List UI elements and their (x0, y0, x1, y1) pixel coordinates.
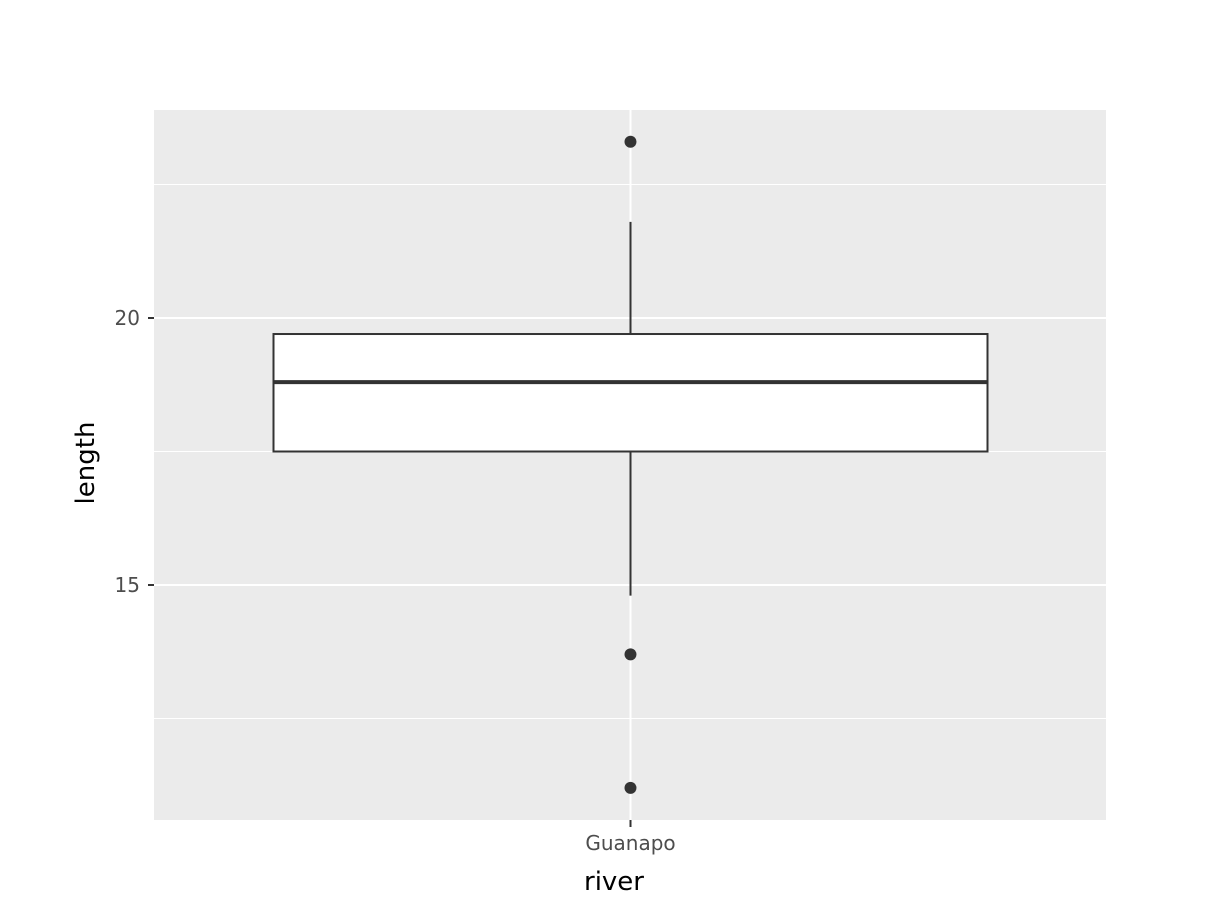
outlier-point (624, 135, 637, 148)
x-axis-title: river (584, 867, 644, 897)
y-axis-title: length (71, 422, 101, 505)
outlier-point (624, 781, 637, 794)
box-iqr (272, 333, 989, 453)
box-plot-marks (272, 135, 989, 794)
x-tick-label: Guanapo (585, 831, 675, 855)
outlier-point (624, 648, 637, 661)
y-tick-label: 20 (115, 306, 140, 330)
y-tick-label: 15 (115, 573, 140, 597)
